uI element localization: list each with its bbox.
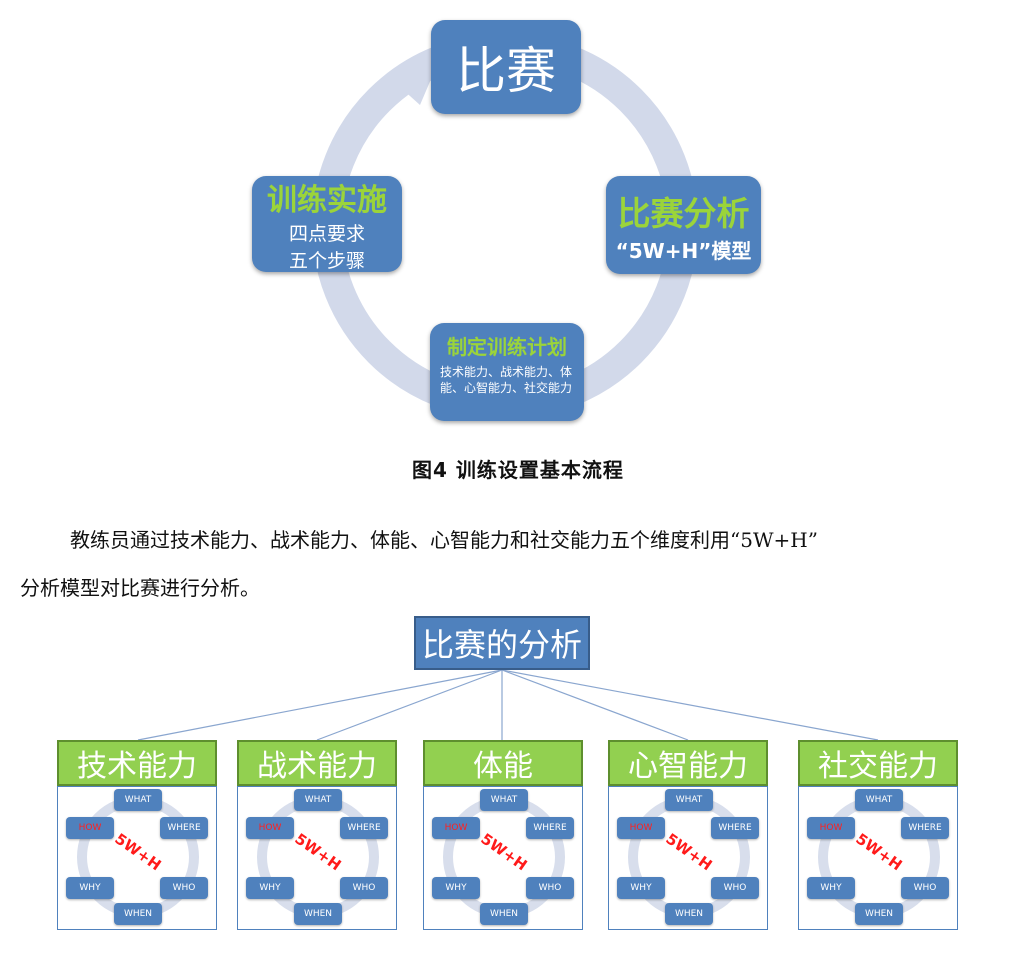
pill-when: WHEN	[114, 903, 162, 925]
pill-why: WHY	[617, 877, 665, 899]
category-mental: 心智能力 WHAT WHERE WHO WHEN WHY HOW 5W+H	[608, 740, 768, 930]
node-plan-subtitle: 技术能力、战术能力、体能、心智能力、社交能力	[440, 365, 573, 395]
model-panel: WHAT WHERE WHO WHEN WHY HOW 5W+H	[57, 786, 217, 930]
pill-where: WHERE	[526, 817, 574, 839]
ring-arrowhead	[390, 58, 440, 105]
pill-how: HOW	[807, 817, 855, 839]
pill-where: WHERE	[160, 817, 208, 839]
pill-who: WHO	[901, 877, 949, 899]
node-analysis-title: 比赛分析	[617, 193, 750, 233]
paragraph-line2: 分析模型对比赛进行分析。	[20, 576, 260, 600]
node-plan-title: 制定训练计划	[447, 335, 567, 359]
category-header: 技术能力	[57, 740, 217, 786]
pill-when: WHEN	[665, 903, 713, 925]
pill-how: HOW	[432, 817, 480, 839]
pill-what: WHAT	[855, 789, 903, 811]
pill-how: HOW	[66, 817, 114, 839]
node-analysis-subtitle: “5W+H”模型	[615, 238, 752, 263]
pill-what: WHAT	[114, 789, 162, 811]
node-training-plan: 制定训练计划 技术能力、战术能力、体能、心智能力、社交能力	[430, 323, 584, 421]
model-panel: WHAT WHERE WHO WHEN WHY HOW 5W+H	[608, 786, 768, 930]
paragraph-line1: 教练员通过技术能力、战术能力、体能、心智能力和社交能力五个维度利用“5W+H”	[70, 528, 818, 552]
category-social: 社交能力 WHAT WHERE WHO WHEN WHY HOW 5W+H	[798, 740, 958, 930]
pill-why: WHY	[432, 877, 480, 899]
pill-what: WHAT	[294, 789, 342, 811]
model-panel: WHAT WHERE WHO WHEN WHY HOW 5W+H	[237, 786, 397, 930]
pill-why: WHY	[66, 877, 114, 899]
pill-how: HOW	[617, 817, 665, 839]
category-header: 心智能力	[608, 740, 768, 786]
pill-who: WHO	[711, 877, 759, 899]
pill-when: WHEN	[480, 903, 528, 925]
pill-what: WHAT	[665, 789, 713, 811]
node-impl-line1: 四点要求	[288, 223, 365, 245]
model-panel: WHAT WHERE WHO WHEN WHY HOW 5W+H	[423, 786, 583, 930]
category-technical: 技术能力 WHAT WHERE WHO WHEN WHY HOW 5W+H	[57, 740, 217, 930]
category-physical: 体能 WHAT WHERE WHO WHEN WHY HOW 5W+H	[423, 740, 583, 930]
pill-where: WHERE	[901, 817, 949, 839]
pill-where: WHERE	[711, 817, 759, 839]
node-match-analysis: 比赛分析 “5W+H”模型	[606, 176, 761, 274]
pill-when: WHEN	[855, 903, 903, 925]
pill-what: WHAT	[480, 789, 528, 811]
pill-who: WHO	[340, 877, 388, 899]
pill-where: WHERE	[340, 817, 388, 839]
pill-who: WHO	[526, 877, 574, 899]
pill-when: WHEN	[294, 903, 342, 925]
pill-why: WHY	[246, 877, 294, 899]
pill-who: WHO	[160, 877, 208, 899]
category-header: 体能	[423, 740, 583, 786]
category-tactical: 战术能力 WHAT WHERE WHO WHEN WHY HOW 5W+H	[237, 740, 397, 930]
tree-connectors	[137, 669, 879, 741]
category-header: 战术能力	[237, 740, 397, 786]
figure-caption: 图4 训练设置基本流程	[412, 458, 624, 482]
node-match: 比赛	[431, 20, 581, 114]
model-panel: WHAT WHERE WHO WHEN WHY HOW 5W+H	[798, 786, 958, 930]
node-impl-line2: 五个步骤	[288, 250, 365, 272]
node-match-title: 比赛	[456, 42, 556, 100]
node-training-implementation: 训练实施 四点要求 五个步骤	[252, 176, 402, 272]
node-impl-title: 训练实施	[267, 183, 387, 218]
category-header: 社交能力	[798, 740, 958, 786]
pill-how: HOW	[246, 817, 294, 839]
pill-why: WHY	[807, 877, 855, 899]
tree-root: 比赛的分析	[414, 616, 590, 670]
